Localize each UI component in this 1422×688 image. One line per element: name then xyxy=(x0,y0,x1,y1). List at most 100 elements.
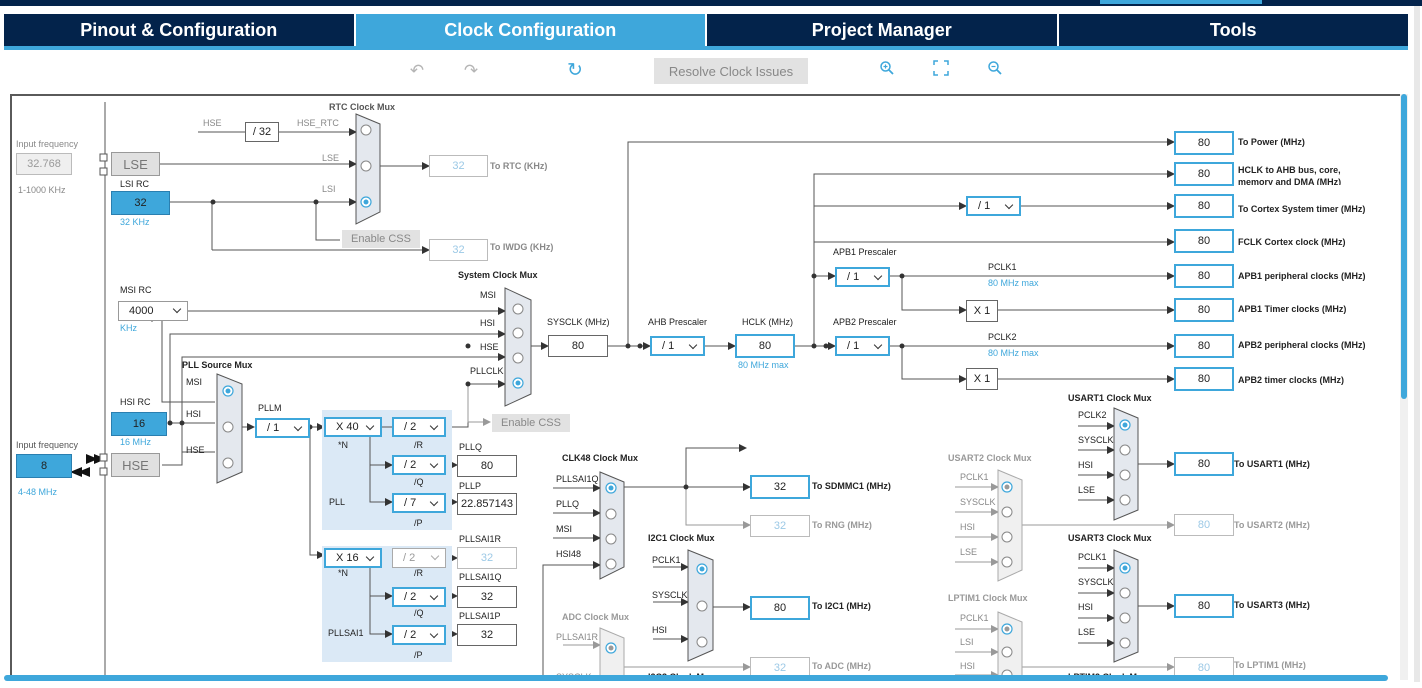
cortex-timer-field[interactable]: 80 xyxy=(1174,194,1234,218)
i2c1-output-field[interactable]: 80 xyxy=(750,596,810,620)
lptim1-clock-mux-title: LPTIM1 Clock Mux xyxy=(948,593,1028,603)
apb2-timer-field[interactable]: 80 xyxy=(1174,367,1234,391)
usart1-output-field[interactable]: 80 xyxy=(1174,452,1234,476)
pll-p-select[interactable]: / 7 xyxy=(392,493,446,513)
apb1-timer-multiplier: X 1 xyxy=(966,300,998,322)
pllsai1-p-select[interactable]: / 2 xyxy=(392,625,446,645)
pll-q-select[interactable]: / 2 xyxy=(392,455,446,475)
lse-block: LSE xyxy=(111,152,160,176)
rtc-output-label: To RTC (KHz) xyxy=(490,161,548,171)
usart3-output-field[interactable]: 80 xyxy=(1174,594,1234,618)
window-scrollbar[interactable] xyxy=(1414,6,1420,682)
fclk-field[interactable]: 80 xyxy=(1174,229,1234,253)
sysclk-label: SYSCLK (MHz) xyxy=(547,317,610,327)
hse-input-frequency-label: Input frequency xyxy=(16,440,79,450)
pll-r-select[interactable]: / 2 xyxy=(392,417,446,437)
i2c1-in-pclk1: PCLK1 xyxy=(652,555,681,565)
undo-icon[interactable]: ↶ xyxy=(409,61,425,80)
pllsrc-hsi-label: HSI xyxy=(186,409,202,419)
rng-output-label: To RNG (MHz) xyxy=(812,520,872,530)
hclk-ahb-field[interactable]: 80 xyxy=(1174,162,1234,186)
resolve-clock-issues-button[interactable]: Resolve Clock Issues xyxy=(654,58,808,84)
clk48-in-msi: MSI xyxy=(556,524,573,534)
pllm-select[interactable]: / 1 xyxy=(255,418,310,438)
fit-screen-icon[interactable] xyxy=(930,60,952,82)
pllsai1-r-select[interactable]: / 2 xyxy=(392,548,446,568)
cortex-timer-divider-select[interactable]: / 1 xyxy=(966,196,1021,216)
tab-clock-configuration[interactable]: Clock Configuration xyxy=(355,14,705,46)
lse-input-frequency-field[interactable]: 32.768 xyxy=(16,153,72,175)
apb2-peripheral-field[interactable]: 80 xyxy=(1174,334,1234,358)
pclk1-label: PCLK1 xyxy=(988,262,1017,272)
usart3-in-hsi: HSI xyxy=(1078,602,1094,612)
refresh-icon[interactable]: ↻ xyxy=(567,60,583,81)
sysclk-field: 80 xyxy=(548,335,608,357)
hse-input-frequency-field[interactable]: 8 xyxy=(16,454,72,478)
hclk-field[interactable]: 80 xyxy=(735,334,795,358)
apb1-prescaler-select[interactable]: / 1 xyxy=(835,267,890,287)
pll-n-select[interactable]: X 40 xyxy=(324,417,382,437)
msi-rc-label: MSI RC xyxy=(120,285,152,295)
ahb-prescaler-select[interactable]: / 1 xyxy=(650,336,705,356)
msi-rc-select[interactable]: 4000 xyxy=(118,301,188,321)
pll-n-label: *N xyxy=(338,440,349,450)
fclk-label: FCLK Cortex clock (MHz) xyxy=(1238,237,1346,247)
usart1-in-hsi: HSI xyxy=(1078,460,1094,470)
vertical-scrollbar-thumb[interactable] xyxy=(1401,94,1407,399)
to-power-label: To Power (MHz) xyxy=(1238,137,1305,147)
pllp-label: PLLP xyxy=(459,481,482,491)
rtc-enable-css-button[interactable]: Enable CSS xyxy=(342,230,420,248)
rtc-lse-label: LSE xyxy=(322,153,340,163)
sysclk-enable-css-button[interactable]: Enable CSS xyxy=(492,414,570,432)
adc-in-pllsai1r: PLLSAI1R xyxy=(556,632,599,642)
clk48-clock-mux xyxy=(599,471,625,580)
adc-clock-mux-title: ADC Clock Mux xyxy=(562,612,630,622)
pllsai1-q-label: /Q xyxy=(414,608,424,618)
pll-p-label: /P xyxy=(414,518,423,528)
tab-project-manager[interactable]: Project Manager xyxy=(707,14,1057,46)
rtc-clock-mux-title: RTC Clock Mux xyxy=(329,102,396,112)
apb2-prescaler-select[interactable]: / 1 xyxy=(835,336,890,356)
zoom-in-icon[interactable] xyxy=(876,60,898,82)
pllsai1-n-select[interactable]: X 16 xyxy=(324,548,382,568)
usart2-in-hsi: HSI xyxy=(960,522,976,532)
usart2-output-field: 80 xyxy=(1174,514,1234,536)
apb1-peripheral-field[interactable]: 80 xyxy=(1174,264,1234,288)
pllsai1q-label: PLLSAI1Q xyxy=(459,572,502,582)
usart3-clock-mux-title: USART3 Clock Mux xyxy=(1068,533,1152,543)
ahb-prescaler-label: AHB Prescaler xyxy=(648,317,708,327)
usart2-in-pclk1: PCLK1 xyxy=(960,472,989,482)
cortex-timer-label: To Cortex System timer (MHz) xyxy=(1238,204,1366,214)
sysmux-hse-label: HSE xyxy=(480,342,499,352)
pllsai1r-output-field: 32 xyxy=(457,547,517,569)
lsi-rc-unit: 32 KHz xyxy=(120,217,150,227)
hclk-max-label: 80 MHz max xyxy=(738,360,789,370)
usart1-clock-mux-title: USART1 Clock Mux xyxy=(1068,393,1152,403)
pll-q-label: /Q xyxy=(414,477,424,487)
zoom-out-icon[interactable] xyxy=(984,60,1006,82)
hsi-rc-label: HSI RC xyxy=(120,397,151,407)
clk48-clock-mux-title: CLK48 Clock Mux xyxy=(562,453,639,463)
usart3-clock-mux xyxy=(1113,549,1139,663)
pllsai1-q-select[interactable]: / 2 xyxy=(392,587,446,607)
tab-pinout-configuration[interactable]: Pinout & Configuration xyxy=(4,14,354,46)
rtc-hse-label: HSE xyxy=(203,118,222,128)
header-highlight xyxy=(1100,0,1262,4)
clock-tree-canvas[interactable]: #ov .t{position:absolute;font-size:9px;c… xyxy=(10,94,1402,680)
pllsai1p-label: PLLSAI1P xyxy=(459,611,501,621)
sdmmc1-output-field[interactable]: 32 xyxy=(750,475,810,499)
apb2-prescaler-label: APB2 Prescaler xyxy=(833,317,897,327)
to-power-field[interactable]: 80 xyxy=(1174,131,1234,155)
vertical-scrollbar[interactable] xyxy=(1400,94,1408,680)
lsi-rc-label: LSI RC xyxy=(120,179,150,189)
usart2-in-lse: LSE xyxy=(960,547,978,557)
apb1-timer-field[interactable]: 80 xyxy=(1174,298,1234,322)
tab-tools[interactable]: Tools xyxy=(1058,14,1408,46)
hclk-ahb-label: HCLK to AHB bus, core, xyxy=(1238,165,1341,175)
i2c1-in-hsi: HSI xyxy=(652,625,668,635)
redo-icon[interactable]: ↷ xyxy=(463,61,479,80)
hsi-rc-unit: 16 MHz xyxy=(120,437,152,447)
sysmux-msi-label: MSI xyxy=(480,290,497,300)
horizontal-scrollbar[interactable] xyxy=(4,675,1388,681)
pllsrc-hse-label: HSE xyxy=(186,445,205,455)
